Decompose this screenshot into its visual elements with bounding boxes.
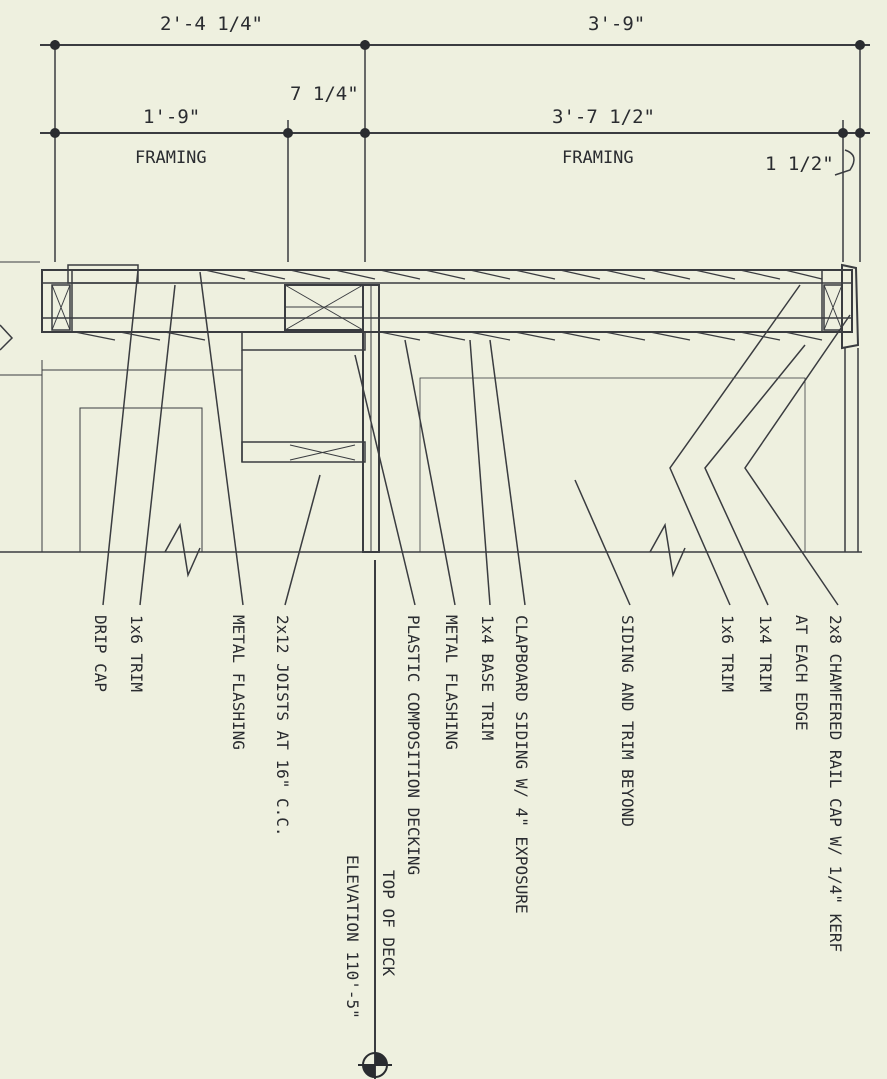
framing-label-right: FRAMING (562, 148, 634, 168)
note-base-trim: 1x4 BASE TRIM (478, 615, 497, 740)
notes: DRIP CAP 1x6 TRIM METAL FLASHING 2x12 JO… (91, 615, 845, 1019)
dim-overall-left: 2'-4 1/4" (160, 13, 263, 35)
dim-overall-right: 3'-9" (588, 13, 645, 35)
deck-section (0, 261, 862, 1079)
note-rail-cap-2: AT EACH EDGE (792, 615, 811, 731)
elevation-marker-icon (358, 1052, 392, 1078)
note-1x6-trim-left: 1x6 TRIM (127, 615, 146, 692)
dim-left-framing: 1'-9" (143, 106, 200, 128)
note-1x6-trim-right: 1x6 TRIM (718, 615, 737, 692)
dim-right-framing: 3'-7 1/2" (552, 106, 655, 128)
note-rail-cap: 2x8 CHAMFERED RAIL CAP W/ 1/4" KERF (826, 615, 845, 952)
dimension-lines (40, 40, 870, 262)
framing-label-left: FRAMING (135, 148, 207, 168)
note-metal-flashing-right: METAL FLASHING (442, 615, 461, 750)
note-clapboard: CLAPBOARD SIDING W/ 4" EXPOSURE (512, 615, 531, 914)
dim-middle: 7 1/4" (290, 83, 359, 105)
note-siding-beyond: SIDING AND TRIM BEYOND (618, 615, 637, 827)
note-metal-flashing-left: METAL FLASHING (229, 615, 248, 750)
note-elevation: ELEVATION 110'-5" (343, 855, 362, 1019)
note-joists: 2x12 JOISTS AT 16" C.C. (273, 615, 292, 837)
dim-edge: 1 1/2" (765, 153, 834, 175)
note-drip-cap: DRIP CAP (91, 615, 110, 692)
note-1x4-trim: 1x4 TRIM (756, 615, 775, 692)
note-decking: PLASTIC COMPOSITION DECKING (404, 615, 423, 875)
note-top-of-deck: TOP OF DECK (379, 870, 398, 976)
leader-lines (102, 269, 851, 606)
